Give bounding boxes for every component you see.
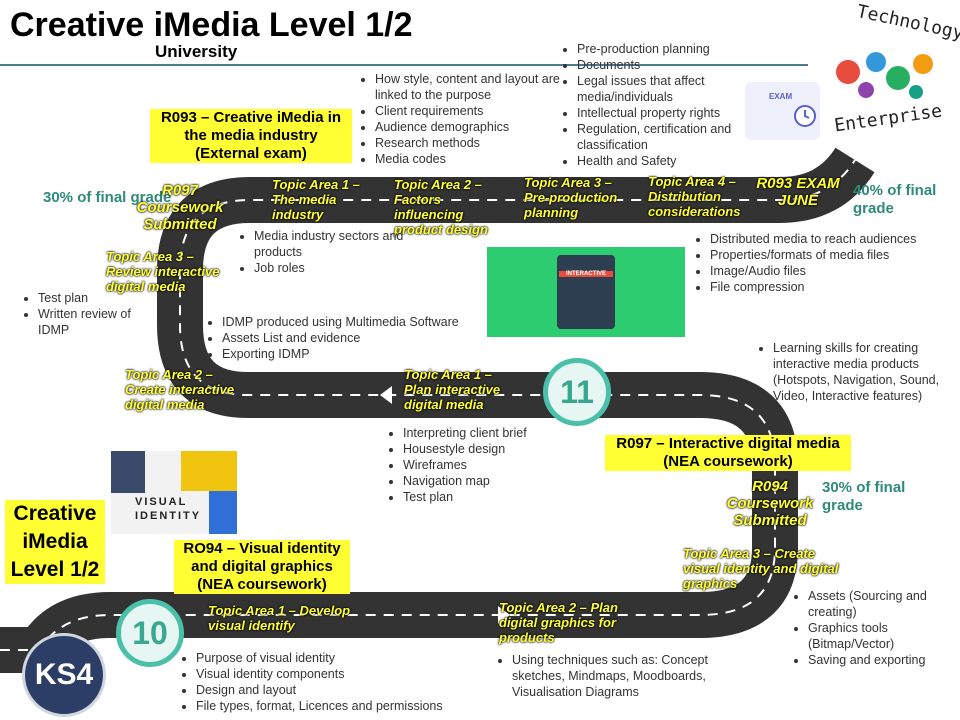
- r097-topic-3: Topic Area 3 – Review interactive digita…: [106, 249, 220, 294]
- road-arrow-left: [380, 386, 392, 404]
- r097-topic-2: Topic Area 2 – Create interactive digita…: [125, 367, 235, 412]
- milestone-r097-submitted: R097 Coursework Submitted: [136, 182, 224, 233]
- technology-enterprise-logo: Technology Enterprise: [822, 1, 960, 140]
- r094-topic-2: Topic Area 2 – Plan digital graphics for…: [499, 600, 618, 645]
- interactive-banner: INTERACTIVE: [559, 271, 613, 277]
- r093-topic-2: Topic Area 2 – Factors influencing produ…: [394, 177, 488, 237]
- clock-icon: [794, 105, 816, 127]
- year-11-badge: 11: [543, 358, 611, 426]
- milestone-r094-submitted: R094 Coursework Submitted: [726, 478, 814, 529]
- year-10-badge: 10: [116, 599, 184, 667]
- bullets-techniques: Using techniques such as: Concept sketch…: [494, 652, 762, 700]
- unit-r093-label: R093 – Creative iMedia in the media indu…: [150, 109, 352, 163]
- bullets-assets: Assets (Sourcing and creating)Graphics t…: [790, 588, 960, 668]
- logo-text-top: Technology: [855, 0, 960, 45]
- exam-illustration: EXAM: [745, 82, 820, 140]
- bullets-learning-skills: Learning skills for creating interactive…: [755, 340, 960, 404]
- exam-clipboard-label: EXAM: [769, 92, 793, 101]
- r093-topic-1: Topic Area 1 – The media industry: [272, 177, 360, 222]
- page-subtitle: University: [155, 42, 238, 61]
- gears-icon: [836, 52, 933, 99]
- r094-topic-1: Topic Area 1 – Develop visual identify: [208, 603, 351, 633]
- bullets-review: Test planWritten review of IDMP: [20, 290, 158, 338]
- unit-r097-label: R097 – Interactive digital media (NEA co…: [605, 435, 851, 471]
- r097-topic-1: Topic Area 1 – Plan interactive digital …: [404, 367, 501, 412]
- milestone-exam: R093 EXAM JUNE: [756, 175, 840, 209]
- bullets-product-design: How style, content and layout are linked…: [357, 71, 570, 167]
- tablet-icon: INTERACTIVE: [557, 255, 615, 329]
- bullets-distribution: Distributed media to reach audiencesProp…: [692, 231, 960, 295]
- bullets-media-industry: Media industry sectors and productsJob r…: [236, 228, 404, 276]
- logo-text-bottom: Enterprise: [833, 100, 944, 137]
- ks4-badge: KS4: [22, 633, 106, 717]
- road-arrow-right: [498, 606, 510, 624]
- creative-imedia-side-label: Creative iMedia Level 1/2: [5, 500, 105, 584]
- r093-topic-3: Topic Area 3 – Pre-production planning: [524, 175, 618, 220]
- bullets-visual-identity: Purpose of visual identityVisual identit…: [178, 650, 481, 714]
- page-title: Creative iMedia Level 1/2: [10, 6, 413, 44]
- bullets-idmp: IDMP produced using Multimedia SoftwareA…: [204, 314, 502, 362]
- r093-topic-4: Topic Area 4 – Distribution consideratio…: [648, 174, 741, 219]
- header-divider: [0, 64, 808, 66]
- r094-topic-3: Topic Area 3 – Create visual identity an…: [683, 546, 839, 591]
- grade-exam: 40% of final grade: [853, 182, 937, 217]
- interactive-image: INTERACTIVE: [487, 247, 685, 337]
- visual-identity-image: VISUAL IDENTITY: [111, 451, 237, 534]
- unit-r094-label: RO94 – Visual identity and digital graph…: [174, 540, 350, 594]
- grade-left: 30% of final grade: [43, 189, 172, 206]
- bullets-planning: Interpreting client briefHousestyle desi…: [385, 425, 573, 505]
- visual-identity-text: VISUAL IDENTITY: [135, 496, 202, 522]
- grade-r094: 30% of final grade: [822, 479, 906, 514]
- bullets-pre-production: Pre-production planningDocumentsLegal is…: [559, 41, 762, 169]
